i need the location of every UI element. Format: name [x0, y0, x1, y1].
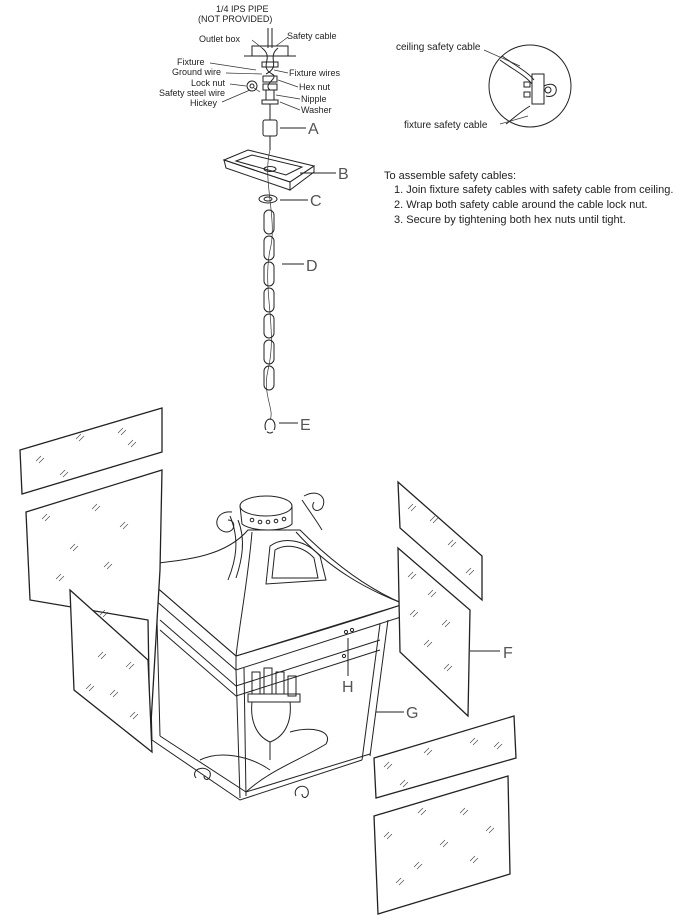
glass-panels: [19, 407, 517, 915]
ips-pipe-label: 1/4 IPS PIPE: [216, 4, 269, 14]
glass-panel: [397, 546, 471, 718]
instruction-step-3: 3. Secure by tightening both hex nuts un…: [394, 214, 626, 226]
ground-wire-label: Ground wire: [172, 67, 221, 77]
canopy: [222, 149, 336, 191]
part-letter-c: C: [310, 193, 322, 210]
not-provided-label: (NOT PROVIDED): [198, 14, 272, 24]
part-letter-a: A: [308, 121, 319, 138]
part-letter-f: F: [503, 645, 513, 662]
part-letter-e: E: [300, 417, 311, 434]
part-letter-h: H: [342, 679, 354, 696]
ceiling-hardware: [209, 28, 301, 150]
chain: [263, 149, 304, 421]
glass-panel: [19, 407, 163, 495]
part-letter-g: G: [406, 705, 418, 722]
lantern-body: [130, 428, 406, 801]
lock-nut-label: Lock nut: [191, 78, 226, 88]
glass-panel: [69, 588, 153, 754]
nipple-label: Nipple: [301, 94, 327, 104]
safety-cable-label: Safety cable: [287, 31, 337, 41]
part-letter-d: D: [306, 258, 318, 275]
fixture-wires-label: Fixture wires: [289, 68, 341, 78]
instructions-heading: To assemble safety cables:: [384, 170, 516, 182]
coupling: [258, 194, 308, 204]
hex-nut-label: Hex nut: [299, 82, 331, 92]
washer-label: Washer: [301, 105, 332, 115]
instruction-step-1: 1. Join fixture safety cables with safet…: [394, 184, 673, 196]
ceiling-safety-cable-label: ceiling safety cable: [396, 42, 481, 53]
loop: [264, 418, 298, 434]
outlet-box-label: Outlet box: [199, 34, 241, 44]
glass-panel: [373, 715, 517, 799]
hickey-label: Hickey: [190, 98, 218, 108]
glass-panel: [373, 775, 511, 915]
safety-steel-wire-label: Safety steel wire: [159, 88, 225, 98]
fixture-safety-cable-label: fixture safety cable: [404, 120, 488, 131]
glass-panel: [397, 480, 483, 602]
part-letter-b: B: [338, 166, 349, 183]
safety-cable-inset: [483, 44, 572, 128]
instruction-step-2: 2. Wrap both safety cable around the cab…: [394, 199, 648, 211]
fixture-label: Fixture: [177, 57, 205, 67]
